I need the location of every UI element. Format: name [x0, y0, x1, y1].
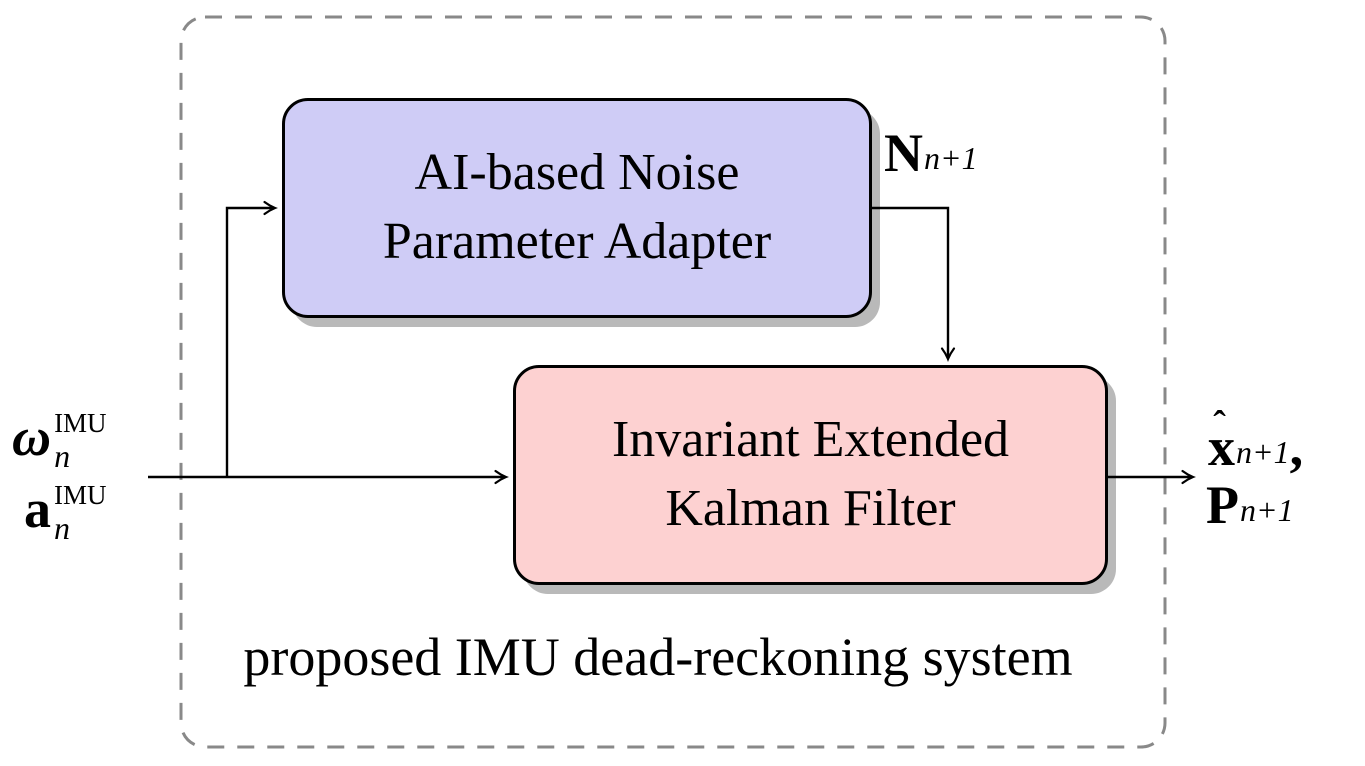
covariance-output-label: P n+1	[1206, 478, 1294, 532]
kalman-filter-block: Invariant Extended Kalman Filter	[513, 365, 1108, 585]
noise-adapter-label-line1: AI-based Noise	[414, 144, 740, 202]
gyro-superscript: IMU	[54, 408, 107, 438]
accel-input-label: a IMU n	[24, 479, 107, 546]
noise-subscript: n+1	[924, 140, 978, 176]
noise-symbol: N	[884, 123, 923, 183]
covariance-symbol: P	[1206, 475, 1239, 535]
gyro-subscript: n	[54, 438, 71, 474]
accel-scripts: IMU n	[54, 480, 107, 546]
noise-adapter-label-line2: Parameter Adapter	[382, 213, 772, 270]
accel-subscript: n	[54, 510, 70, 546]
omega-symbol: ω	[12, 407, 52, 467]
accel-symbol: a	[24, 479, 51, 539]
kalman-filter-label-line2: Kalman Filter	[665, 480, 956, 537]
state-comma: ,	[1289, 417, 1304, 477]
covariance-subscript: n+1	[1240, 492, 1294, 528]
wire-adapter-to-filter	[870, 206, 956, 362]
hat-accent: ˆ	[1213, 404, 1226, 447]
gyro-scripts: IMU n	[54, 408, 107, 474]
system-caption: proposed IMU dead-reckoning system	[243, 627, 1073, 687]
noise-adapter-block: AI-based Noise Parameter Adapter	[282, 98, 872, 318]
noise-params-label: N n+1	[884, 126, 978, 180]
accel-superscript: IMU	[54, 480, 107, 510]
kalman-filter-label-line1: Invariant Extended	[611, 411, 1010, 469]
gyro-input-label: ω IMU n	[12, 407, 107, 474]
state-subscript: n+1	[1236, 434, 1290, 470]
wire-imu-to-adapter	[225, 200, 278, 477]
